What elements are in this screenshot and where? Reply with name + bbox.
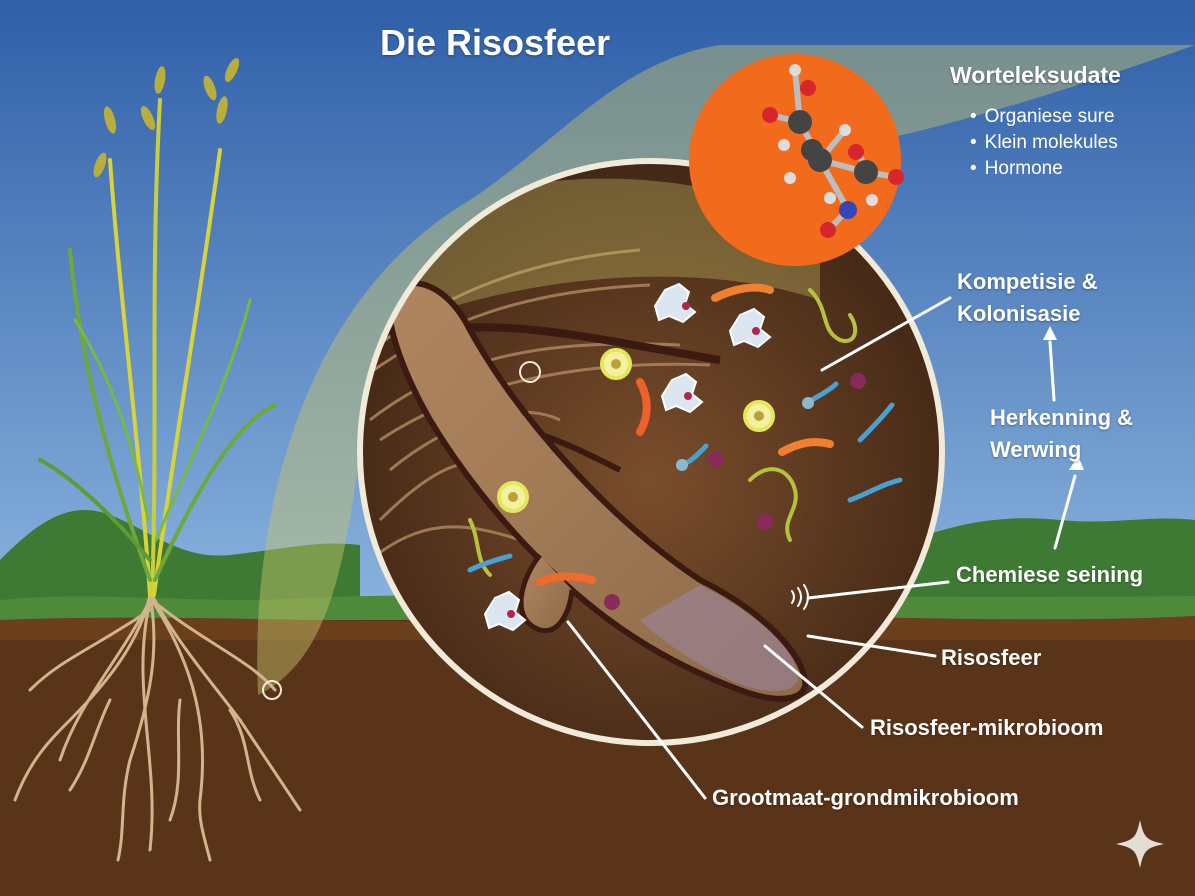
microbes — [467, 282, 903, 632]
root-tip-marker — [262, 680, 282, 700]
exudate-item: Hormone — [970, 156, 1118, 182]
competition-label-line: Kolonisasie — [957, 301, 1081, 326]
grain-heads — [93, 58, 240, 178]
recognition-label-line: Werwing — [990, 437, 1082, 462]
bulk-soil-microbiome-label: Grootmaat-grondmikrobioom — [712, 785, 1019, 810]
competition-label: Kompetisie & Kolonisasie — [957, 266, 1098, 330]
exudate-item: Organiese sure — [970, 104, 1118, 130]
zoom-circle-border — [357, 158, 945, 746]
leader-lines — [566, 296, 1077, 800]
chemical-signaling-label: Chemiese seining — [956, 562, 1144, 587]
competition-label-line: Kompetisie & — [957, 269, 1098, 294]
rhizosphere-microbiome-label: Risosfeer-mikrobioom — [870, 715, 1104, 740]
plant-shoots — [38, 98, 277, 597]
root-branch-stub — [518, 553, 575, 634]
molecule-icon — [762, 64, 904, 238]
arrow-heads — [1043, 326, 1084, 470]
exudates-list: Organiese sure Klein molekules Hormone — [970, 104, 1118, 182]
plant-roots — [13, 593, 302, 862]
exudates-heading: Worteleksudate — [950, 62, 1121, 88]
rhizosphere-label: Risosfeer — [941, 645, 1042, 670]
recognition-label: Herkenning & Werwing — [990, 402, 1133, 466]
diagram-title: Die Risosfeer — [380, 22, 611, 63]
sparkle-icon — [1116, 820, 1164, 868]
root-tip — [640, 585, 799, 691]
exudate-item: Klein molekules — [970, 130, 1118, 156]
recognition-label-line: Herkenning & — [990, 405, 1134, 430]
